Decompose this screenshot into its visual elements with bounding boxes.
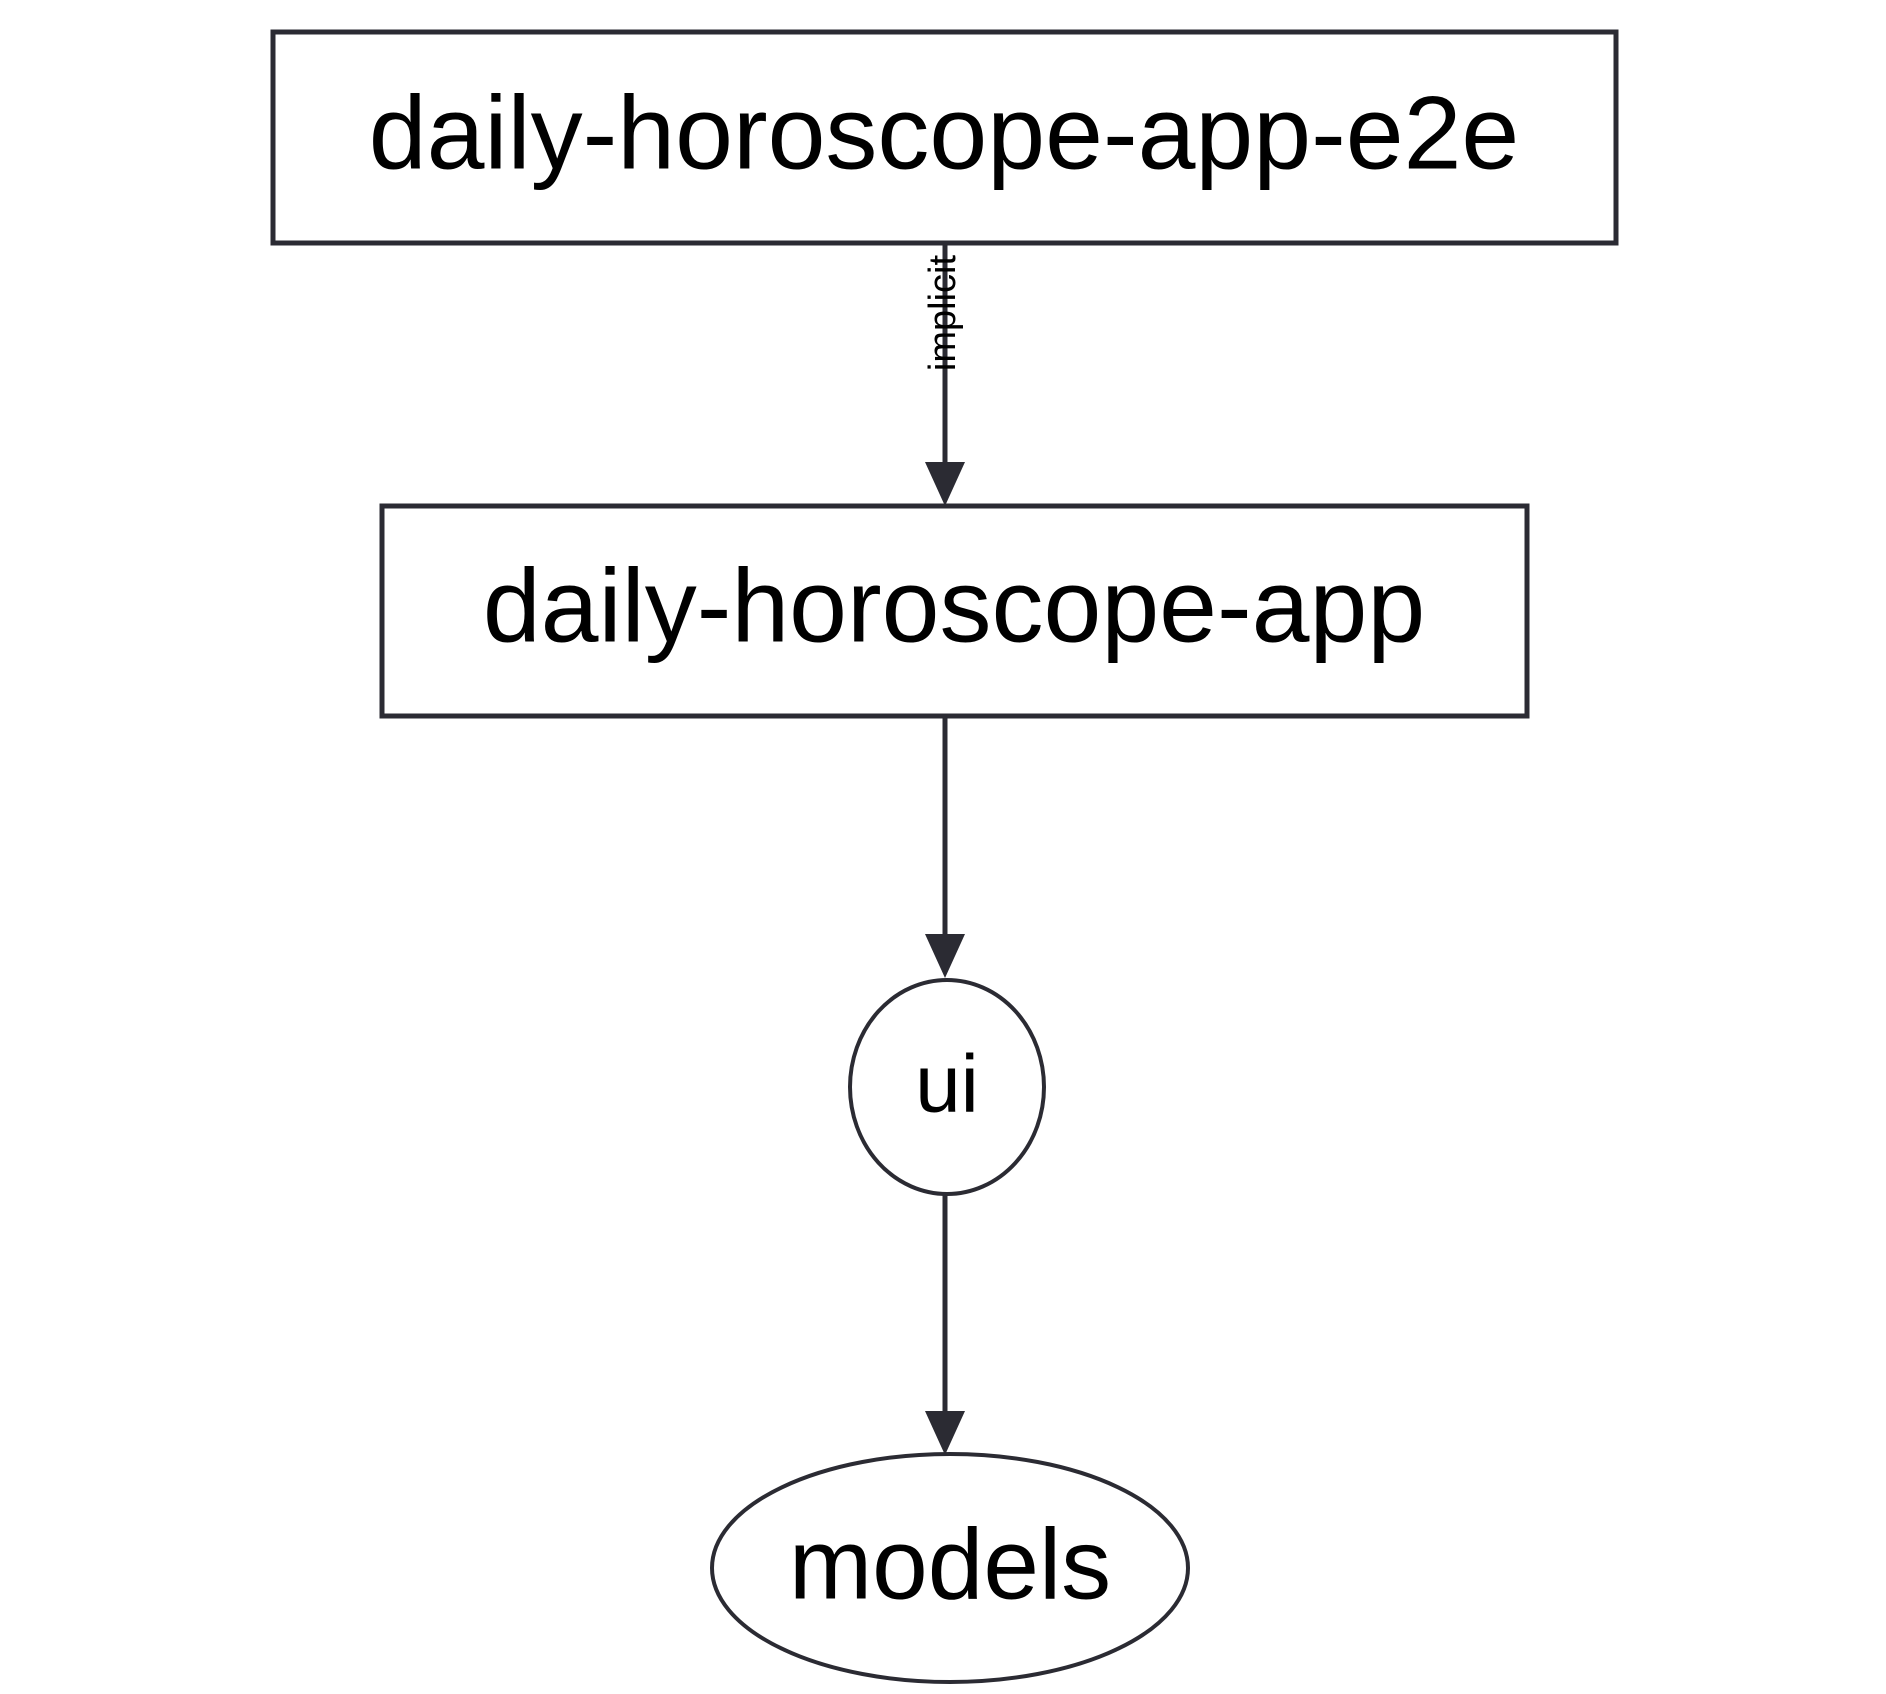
node-ui[interactable]: ui: [848, 978, 1046, 1196]
edge-ui-to-models-arrowhead: [925, 1411, 965, 1455]
edge-e2e-to-app-arrowhead: [925, 462, 965, 506]
node-models-label: models: [789, 1508, 1111, 1620]
edge-ui-to-models[interactable]: [925, 1194, 965, 1455]
node-daily-horoscope-app[interactable]: daily-horoscope-app: [379, 503, 1530, 719]
edge-app-to-ui[interactable]: [925, 716, 965, 978]
node-ui-shape: [848, 978, 1046, 1196]
edge-label-implicit: implicit: [922, 255, 964, 372]
node-daily-horoscope-app-e2e-shape: [270, 29, 1619, 246]
edge-app-to-ui-arrowhead: [925, 934, 965, 978]
node-daily-horoscope-app-e2e[interactable]: daily-horoscope-app-e2e: [270, 29, 1619, 246]
node-models[interactable]: models: [710, 1452, 1190, 1684]
edge-e2e-to-app[interactable]: implicit: [922, 243, 965, 506]
node-ui-label: ui: [915, 1039, 979, 1130]
node-daily-horoscope-app-shape: [379, 503, 1530, 719]
node-daily-horoscope-app-e2e-label: daily-horoscope-app-e2e: [369, 75, 1520, 191]
node-models-shape: [710, 1452, 1190, 1684]
node-daily-horoscope-app-label: daily-horoscope-app: [483, 548, 1425, 664]
